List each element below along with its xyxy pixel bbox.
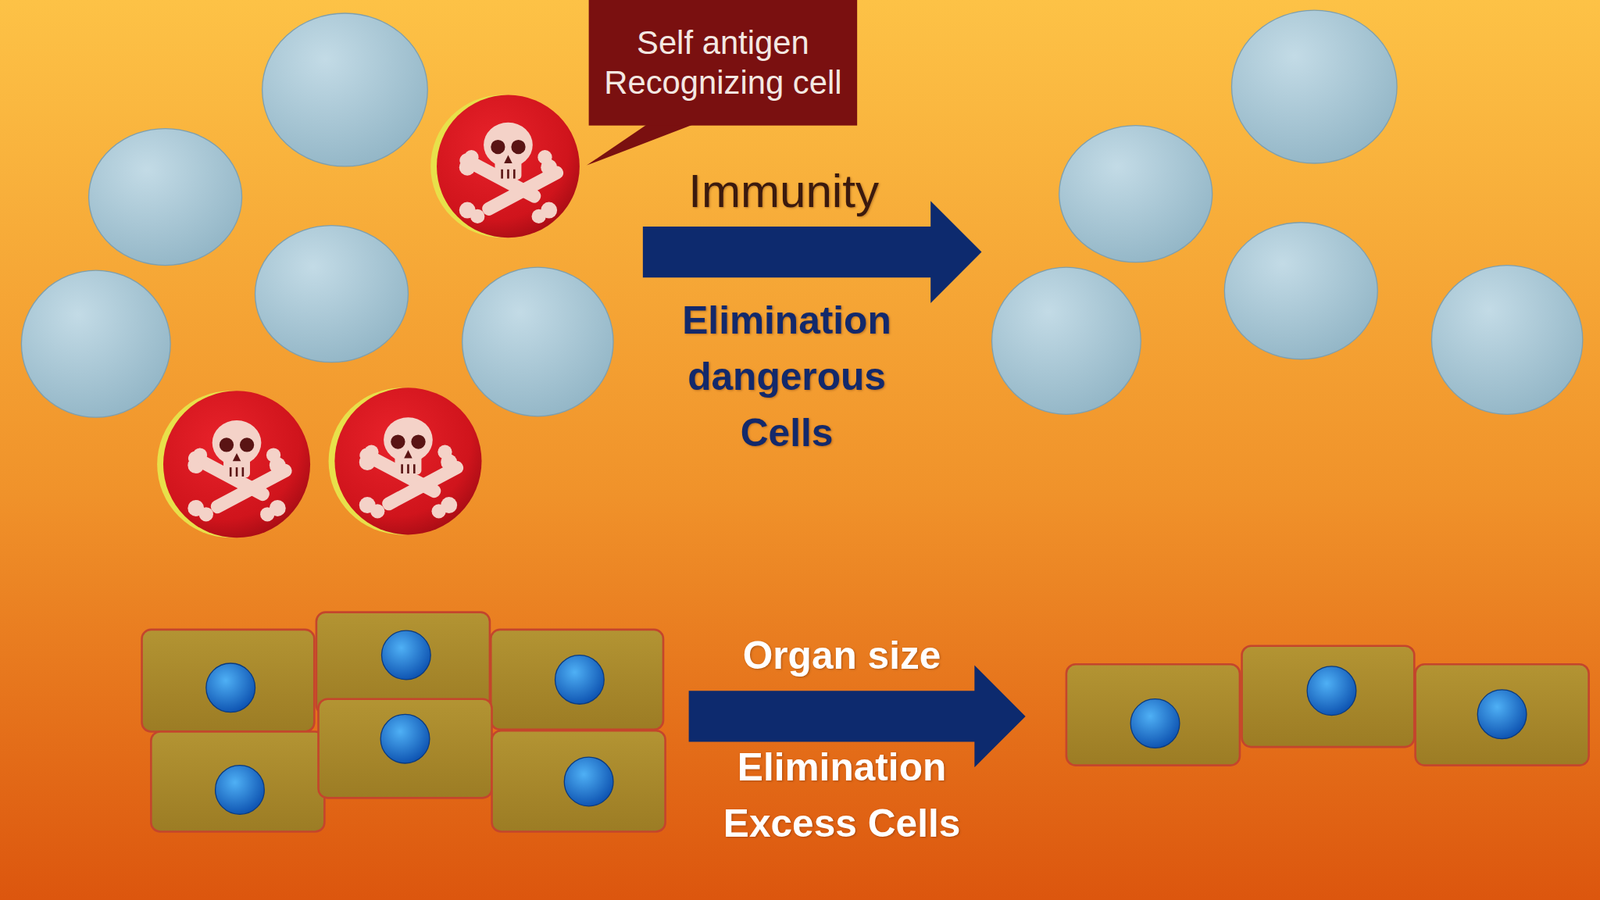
dangerous-cell-body	[334, 387, 482, 535]
blood-cell	[1231, 10, 1397, 164]
cell-group	[992, 10, 1583, 415]
tissue-cell	[318, 699, 493, 799]
nucleus	[1477, 689, 1527, 740]
callout-text: Self antigen Recognizing cell	[603, 22, 843, 103]
nucleus	[1130, 699, 1180, 749]
dangerous-cell-body	[436, 94, 580, 238]
cell-group	[21, 13, 614, 418]
blood-cell	[21, 270, 171, 418]
blood-cell	[1224, 222, 1378, 360]
nucleus	[215, 765, 265, 815]
blood-cell	[262, 13, 429, 167]
tissue-cell	[1066, 664, 1240, 765]
nucleus-group	[206, 630, 614, 815]
dangerous-cell	[328, 387, 483, 535]
skull-symbol	[457, 122, 566, 224]
arrow-label: Organ size	[678, 627, 1006, 684]
dangerous-cell	[430, 94, 580, 238]
dangerous-cell	[157, 390, 311, 538]
callout-tail	[586, 120, 704, 165]
tissue-group	[1066, 646, 1590, 766]
tissue-cell	[142, 629, 315, 733]
skull-symbol	[357, 417, 466, 518]
skull-symbol	[185, 420, 294, 522]
dangerous-cell-body	[163, 390, 311, 538]
blood-cell	[89, 128, 243, 266]
blood-cell	[255, 225, 409, 363]
tissue-cell	[492, 730, 666, 832]
nucleus	[564, 757, 614, 807]
arrow-label: Immunity	[620, 163, 947, 219]
arrow-caption: Elimination dangerous Cells	[664, 292, 909, 462]
tissue-cell	[150, 731, 325, 832]
callout-box: Self antigen Recognizing cell	[589, 0, 858, 126]
nucleus	[381, 630, 431, 680]
blood-cell	[462, 267, 614, 417]
nucleus-group	[1130, 666, 1527, 748]
arrow-caption: Elimination Excess Cells	[719, 739, 965, 853]
nucleus	[206, 663, 256, 713]
tissue-cell	[490, 629, 664, 730]
blood-cell	[1431, 265, 1583, 415]
tissue-group	[142, 612, 666, 833]
blood-cell	[992, 267, 1142, 415]
nucleus	[380, 714, 430, 764]
tissue-cell	[1242, 646, 1415, 747]
tissue-cell	[1415, 664, 1590, 765]
blood-cell	[1059, 125, 1213, 263]
nucleus	[555, 655, 605, 705]
nucleus	[1307, 666, 1357, 716]
